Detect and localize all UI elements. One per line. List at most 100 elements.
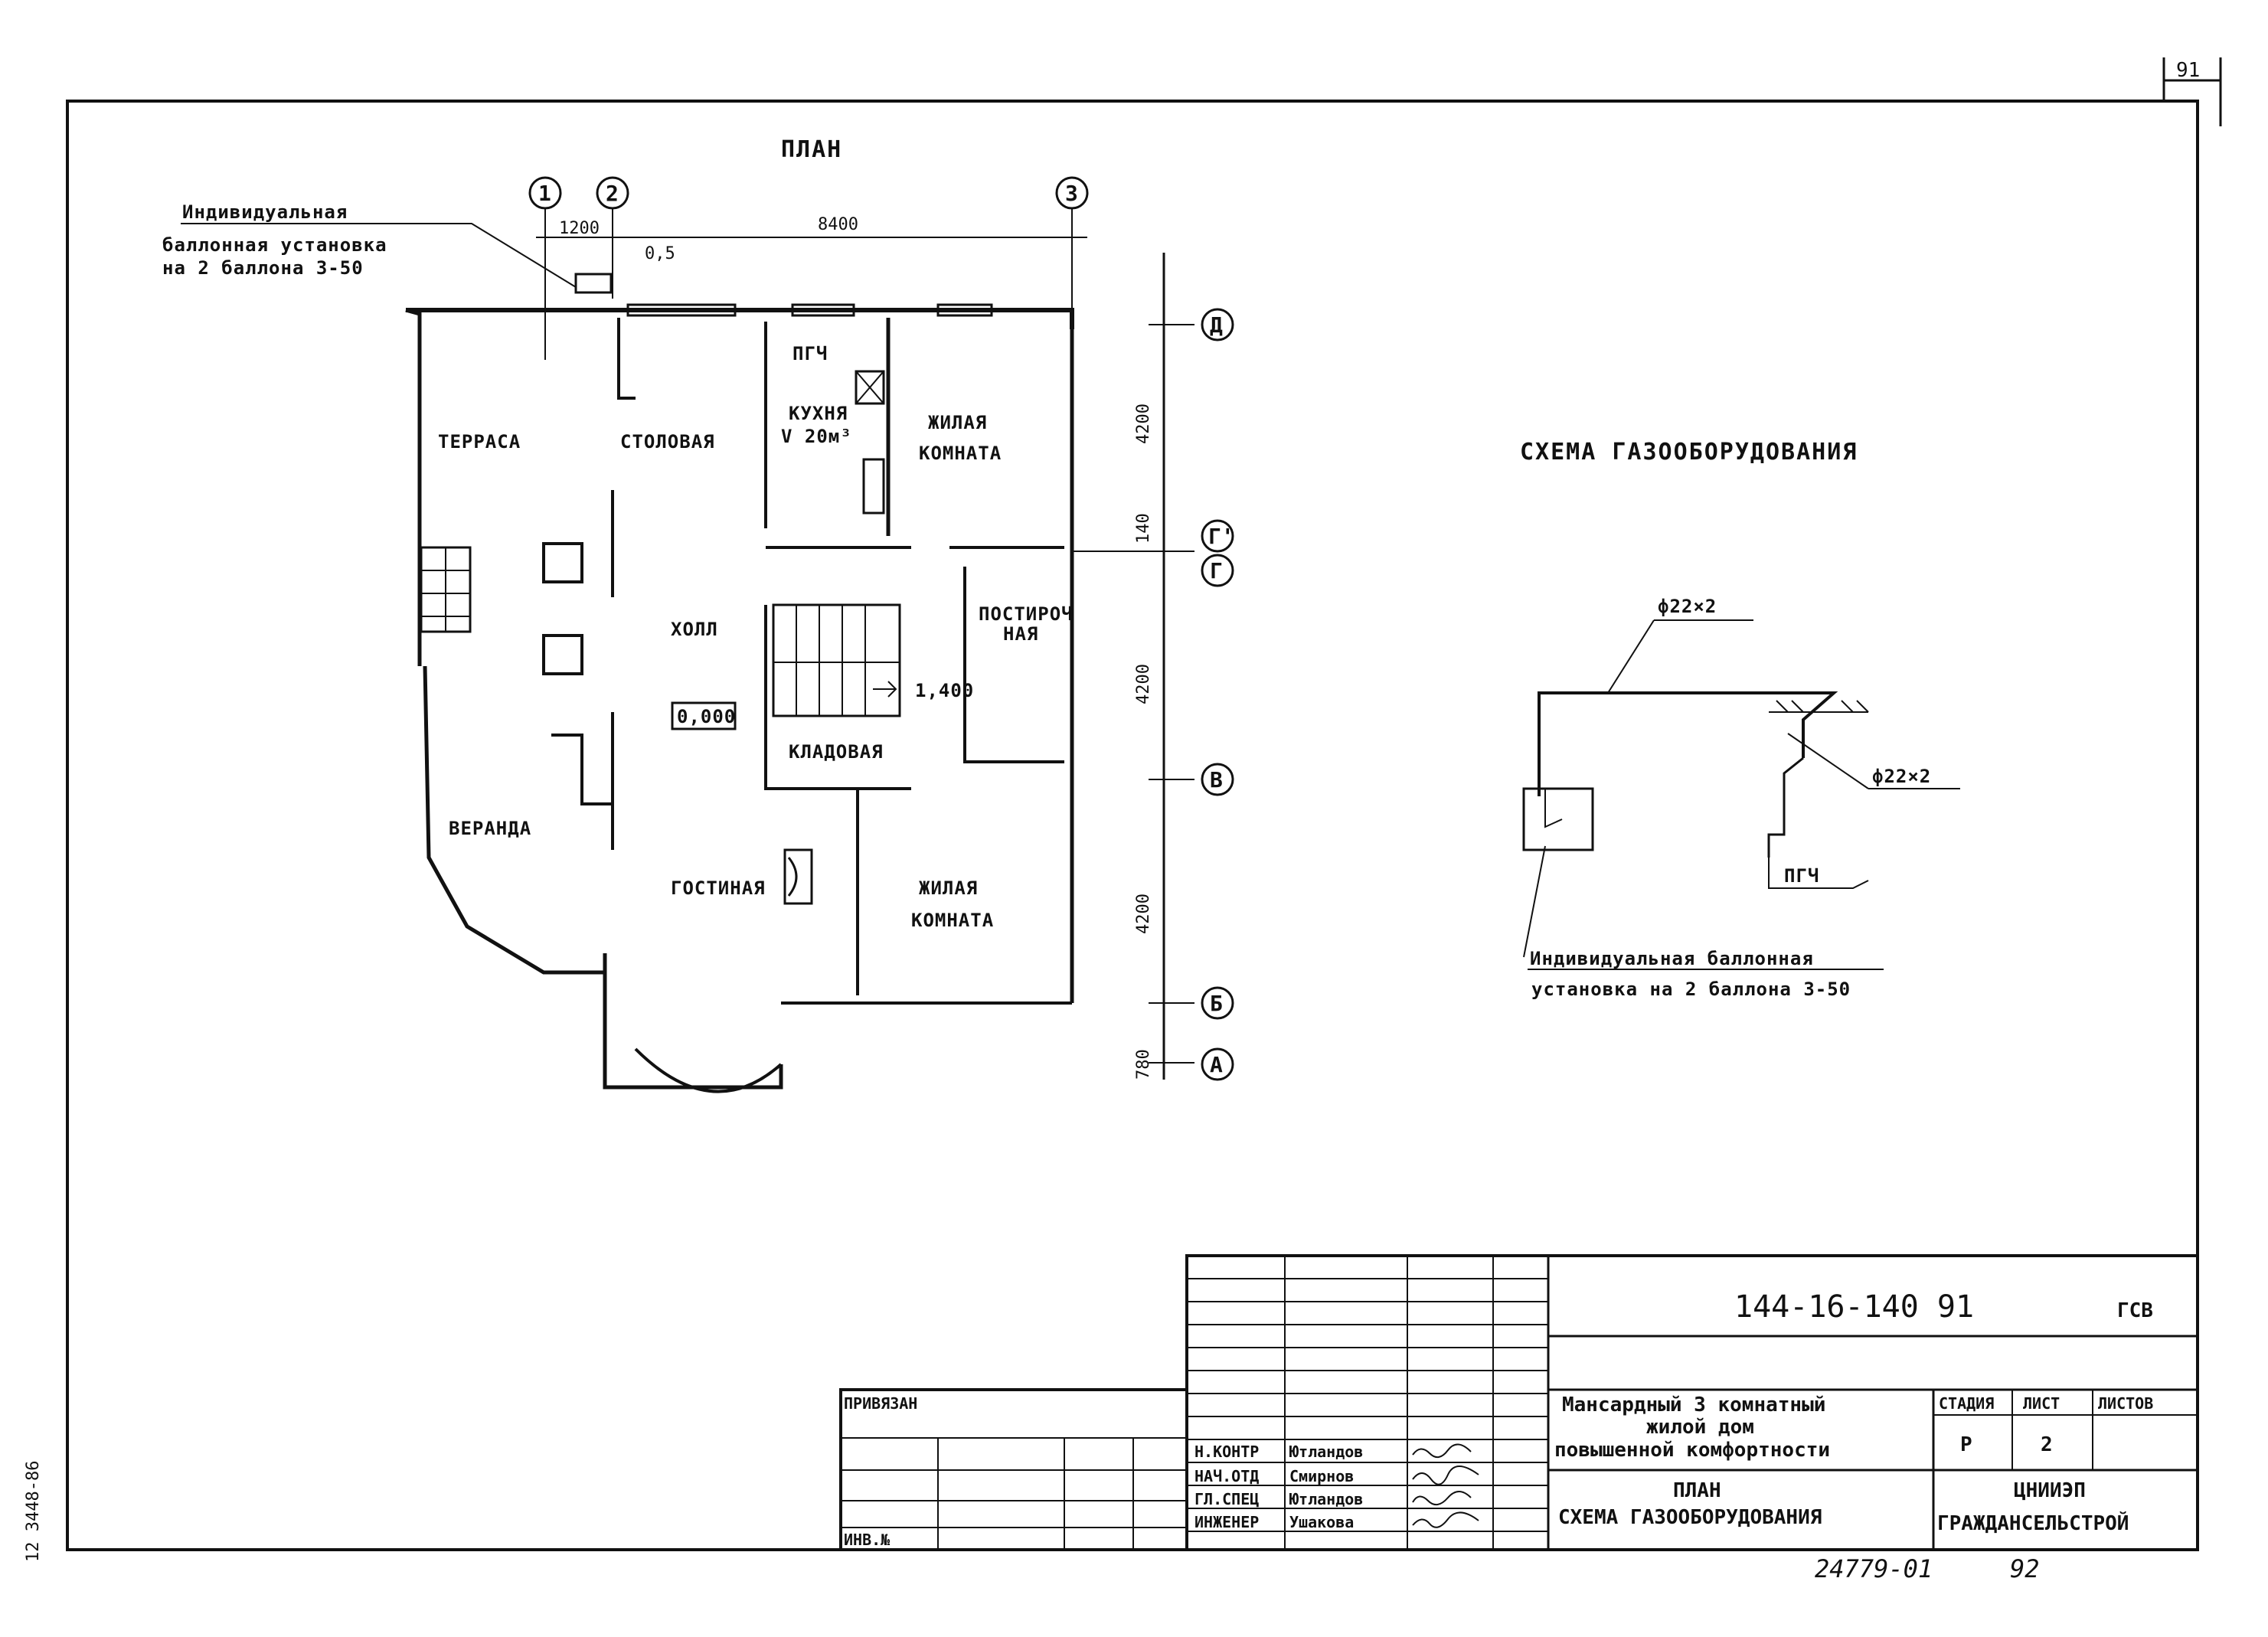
axis-D: Д [1149,308,1234,341]
pipe-label-1: ф22×2 [1658,596,1717,617]
floor-plan: ПЛАН Индивидуальная баллонная установка … [162,136,1234,1093]
staff-name-4: Ушакова [1289,1513,1354,1531]
level-mark: 0,000 [677,706,736,727]
footer-number: 24779-01 [1815,1554,1933,1583]
dim-140: 140 [1134,513,1153,544]
org-1: ЦНИИЭП [2014,1479,2086,1502]
gas-pipe-riser [1767,756,1804,858]
svg-text:Б: Б [1210,991,1223,1016]
staff-role-1: Н.КОНТР [1194,1443,1259,1461]
drawing-name-2: СХЕМА ГАЗООБОРУДОВАНИЯ [1558,1506,1822,1529]
axis-V: В [1149,763,1234,796]
gas-scheme-title: СХЕМА ГАЗООБОРУДОВАНИЯ [1520,439,1858,466]
room-laundry-a: ПОСТИРОЧ [979,603,1074,625]
title-block: 144-16-140 91 ГСВ Мансардный 3 комнатный… [839,1254,2199,1551]
stage-value: Р [1960,1433,1972,1456]
level-mark-2: 1,400 [915,680,974,701]
plan-cylinder-note-2: баллонная установка [162,234,387,256]
gas-cylinder-note-1: Индивидуальная баллонная [1530,948,1814,969]
svg-text:Г': Г' [1208,524,1234,549]
axis-G-prime: Г' [1201,519,1234,553]
plan-cylinder-note-1: Индивидуальная [182,201,348,223]
staff-role-3: ГЛ.СПЕЦ [1194,1490,1259,1508]
drawing-name-1: ПЛАН [1673,1479,1721,1502]
page-number: 91 [2176,59,2200,82]
room-hall: ХОЛЛ [671,619,718,640]
staff-role-2: НАЧ.ОТД [1194,1467,1259,1485]
dim-4200-c: 4200 [1134,894,1153,934]
doc-section: ГСВ [2117,1299,2153,1322]
room-dining: СТОЛОВАЯ [620,431,715,453]
axis-2: 2 [596,176,629,299]
gas-scheme: СХЕМА ГАЗООБОРУДОВАНИЯ ф22×2 ф22×2 ПГЧ И… [1520,439,1960,1000]
room-kitchen-volume: V 20м³ [781,426,852,447]
room-veranda: ВЕРАНДА [449,818,531,839]
stage-header: СТАДИЯ [1939,1394,1994,1413]
staff-name-1: Ютландов [1289,1443,1363,1461]
binding-label: ПРИВЯЗАН [844,1394,917,1413]
signature-3 [1412,1491,1472,1506]
axis-3: 3 [1055,176,1089,322]
project-name-1: Мансардный 3 комнатный [1562,1394,1825,1416]
svg-text:3: 3 [1065,181,1078,206]
project-name-2: жилой дом [1646,1416,1754,1439]
org-2: ГРАЖДАНСЕЛЬСТРОЙ [1937,1511,2129,1535]
room-lounge: ГОСТИНАЯ [671,877,766,899]
axis-1: 1 [528,176,562,360]
stair-main [772,603,901,717]
axis-G: Г [1072,551,1234,587]
project-name-3: повышенной комфортности [1554,1439,1830,1462]
stair-left [420,546,472,633]
room-living1-b: КОМНАТА [919,443,1002,464]
sheet-frame [66,100,2199,1551]
plan-cylinder-note-3: на 2 баллона 3-50 [162,257,364,279]
kitchen-counter [862,458,885,515]
level-mark-box [671,701,737,730]
axis-A: А [1149,1047,1234,1081]
dim-1200: 1200 [559,219,600,238]
sheet-value: 2 [2041,1433,2053,1456]
room-laundry-b: НАЯ [1003,623,1038,645]
svg-text:В: В [1210,767,1223,792]
sheet-header: ЛИСТ [2023,1394,2060,1413]
cylinder-unit [1522,787,1594,851]
signature-2 [1412,1465,1479,1485]
dim-4200-a: 4200 [1134,404,1153,444]
pipe-label-2: ф22×2 [1872,766,1931,787]
gas-cylinder-note-2: установка на 2 баллона 3-50 [1531,979,1851,1000]
svg-text:1: 1 [538,181,551,206]
svg-text:Д: Д [1210,312,1223,338]
room-pgch: ПГЧ [792,343,828,364]
dim-0-5: 0,5 [645,244,675,263]
staff-role-4: ИНЖЕНЕР [1194,1513,1259,1531]
staff-name-2: Смирнов [1289,1467,1354,1485]
gas-scheme-pgch: ПГЧ [1784,865,1819,887]
room-living1-a: ЖИЛАЯ [928,412,987,433]
svg-text:Г: Г [1210,558,1223,583]
gas-cylinder-box [574,273,613,294]
inv-label: ИНВ.№ [844,1531,891,1549]
margin-note: 12 3448-86 [24,1461,43,1562]
dim-780: 780 [1134,1049,1153,1080]
page-number-tab: 91 [2162,57,2222,126]
sheets-header: ЛИСТОВ [2098,1394,2153,1413]
staff-name-3: Ютландов [1289,1490,1363,1508]
room-living2-a: ЖИЛАЯ [919,877,978,899]
plan-title: ПЛАН [781,136,842,163]
svg-text:2: 2 [606,181,619,206]
signature-1 [1412,1443,1472,1459]
dim-8400: 8400 [818,215,858,234]
axis-B: Б [1149,986,1234,1020]
doc-code: 144-16-140 91 [1734,1289,1974,1325]
room-pantry: КЛАДОВАЯ [789,741,884,763]
room-kitchen: КУХНЯ [789,403,848,424]
footer-page: 92 [2010,1554,2040,1583]
signature-4 [1412,1511,1479,1528]
svg-text:А: А [1210,1052,1223,1077]
gas-pipe [1538,691,1838,796]
dim-4200-b: 4200 [1134,664,1153,704]
gas-stove [855,370,885,405]
room-living2-b: КОМНАТА [911,910,994,931]
room-terrace: ТЕРРАСА [438,431,521,453]
